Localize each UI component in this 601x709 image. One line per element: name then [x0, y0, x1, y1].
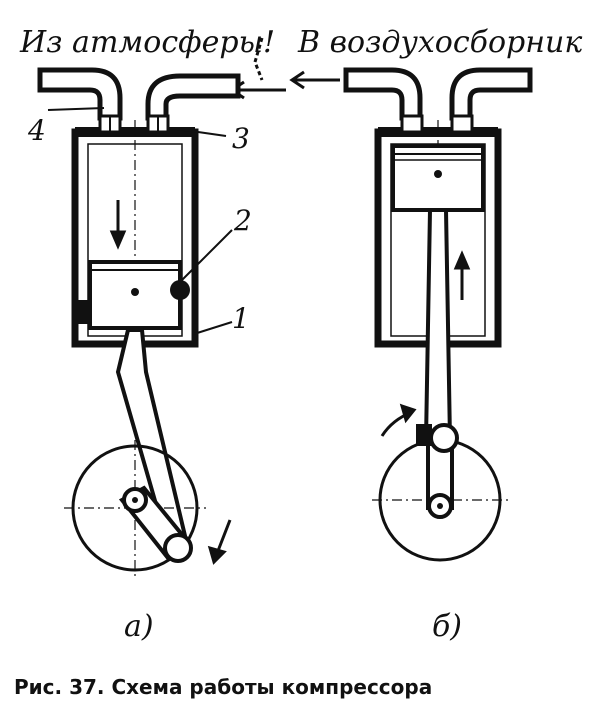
outlet-pipe-a — [145, 73, 241, 121]
outlet-pipe-b — [449, 67, 533, 121]
figure-caption: Рис. 37. Схема работы компрессора — [14, 675, 432, 699]
subfigure-label-a: а) — [124, 609, 154, 644]
outlet-arrow — [289, 70, 340, 90]
diagram-a — [37, 67, 241, 580]
rotation-arrow-b — [380, 403, 417, 437]
ring-2-a — [170, 280, 190, 300]
diagram-b — [343, 67, 533, 562]
intake-label: Из атмосферы! — [19, 25, 275, 60]
part-number-3: 3 — [232, 122, 250, 155]
outlet-label: В воздухосборник — [297, 25, 582, 60]
piston-down-arrow-a — [109, 200, 127, 250]
seal-b — [416, 424, 432, 446]
piston-up-arrow-b — [453, 250, 471, 300]
piston-b — [391, 144, 485, 212]
intake-valve-b — [400, 114, 424, 134]
intake-pipe-b — [343, 67, 423, 121]
seal-a — [74, 300, 88, 324]
part-number-4: 4 — [27, 114, 46, 147]
rotation-arrow-a — [207, 519, 232, 565]
subfigure-label-b: б) — [432, 609, 462, 644]
connecting-rod-b — [423, 208, 453, 442]
discharge-valve-b — [450, 114, 474, 134]
part-number-1: 1 — [232, 302, 250, 335]
part-number-2: 2 — [233, 204, 252, 237]
